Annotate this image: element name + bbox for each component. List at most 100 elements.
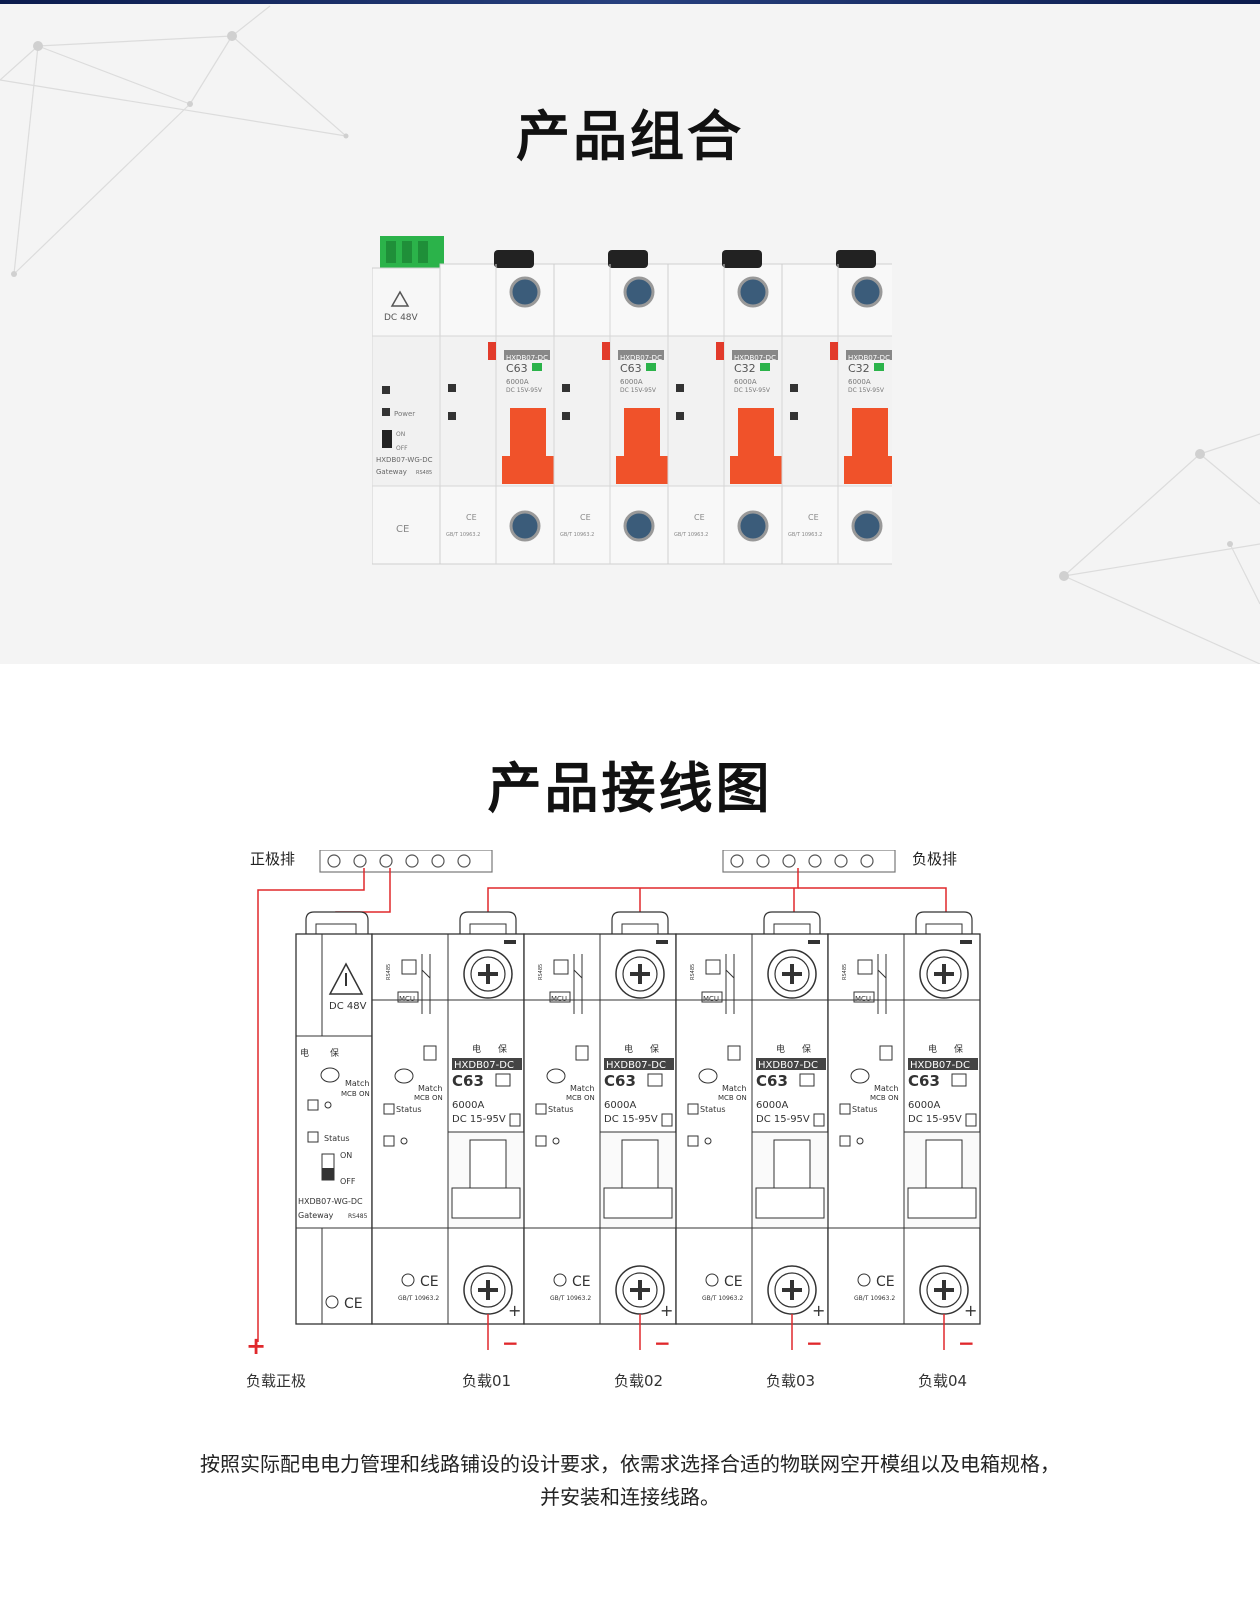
breaker-rating: C63 [756, 1072, 788, 1090]
breaker-diagram-2: +MCURS485电保HXDB07-DCC636000ADC 15-95VMat… [523, 911, 677, 1350]
svg-text:GB/T 10963.2: GB/T 10963.2 [446, 532, 480, 538]
svg-text:RS485: RS485 [416, 470, 432, 476]
svg-text:6000A: 6000A [908, 1100, 940, 1111]
breaker-photo-lever [616, 408, 668, 484]
svg-text:GB/T 10963.2: GB/T 10963.2 [702, 1295, 743, 1302]
svg-text:MCB ON: MCB ON [414, 1094, 443, 1102]
svg-text:DC 15V-95V: DC 15V-95V [506, 387, 543, 394]
positive-bus-hole [405, 854, 419, 868]
svg-text:保: 保 [498, 1043, 507, 1055]
svg-text:MCU: MCU [703, 995, 719, 1003]
positive-bus-hole [457, 854, 471, 868]
breaker-model: HXDB07-DC [910, 1060, 970, 1071]
svg-text:GB/T 10963.2: GB/T 10963.2 [560, 532, 594, 538]
negative-sign: − [806, 1331, 823, 1355]
svg-text:6000A: 6000A [756, 1100, 788, 1111]
svg-text:Match: Match [570, 1084, 594, 1093]
negative-bus-hole [756, 854, 770, 868]
load-positive-label: 负载正极 [246, 1372, 306, 1390]
svg-text:保: 保 [330, 1047, 339, 1059]
positive-bus-label: 正极排 [250, 850, 295, 868]
svg-text:GB/T 10963.2: GB/T 10963.2 [398, 1295, 439, 1302]
svg-text:CE: CE [420, 1274, 439, 1290]
svg-text:Match: Match [874, 1084, 898, 1093]
breaker-photo-model: HXDB07-DC [620, 354, 662, 362]
positive-bus-hole [327, 854, 341, 868]
svg-text:DC 15V-95V: DC 15V-95V [734, 387, 771, 394]
breaker-diagram-4: +MCURS485电保HXDB07-DCC636000ADC 15-95VMat… [827, 911, 981, 1350]
description-line-2: 并安装和连接线路。 [540, 1485, 720, 1509]
positive-sign: + [246, 1332, 266, 1360]
negative-sign: − [958, 1331, 975, 1355]
negative-bus-hole [834, 854, 848, 868]
breaker-photo-rating: C32 [848, 362, 870, 375]
svg-text:电: 电 [300, 1047, 309, 1059]
description: 按照实际配电电力管理和线路铺设的设计要求，依需求选择合适的物联网空开模组以及电箱… [0, 1448, 1260, 1514]
svg-text:Status: Status [852, 1105, 878, 1114]
svg-text:CE: CE [572, 1274, 591, 1290]
breaker-model: HXDB07-DC [758, 1060, 818, 1071]
negative-bus-label: 负极排 [912, 850, 957, 868]
svg-text:CE: CE [876, 1274, 895, 1290]
svg-text:6000A: 6000A [848, 378, 871, 386]
svg-text:CE: CE [396, 524, 409, 535]
breaker-photo-model: HXDB07-DC [506, 354, 548, 362]
breaker-rating: C63 [908, 1072, 940, 1090]
svg-text:GB/T 10963.2: GB/T 10963.2 [550, 1295, 591, 1302]
positive-bus-hole [353, 854, 367, 868]
svg-text:Status: Status [700, 1105, 726, 1114]
svg-text:Gateway: Gateway [376, 468, 407, 476]
svg-text:DC 15V-95V: DC 15V-95V [620, 387, 657, 394]
svg-text:保: 保 [954, 1043, 963, 1055]
svg-text:Match: Match [345, 1079, 369, 1088]
svg-text:保: 保 [650, 1043, 659, 1055]
negative-bus-hole [782, 854, 796, 868]
svg-text:Match: Match [722, 1084, 746, 1093]
svg-text:电: 电 [624, 1043, 633, 1055]
svg-text:电: 电 [928, 1043, 937, 1055]
svg-text:CE: CE [694, 513, 705, 522]
svg-text:Status: Status [548, 1105, 574, 1114]
breaker-photo-model: HXDB07-DC [848, 354, 890, 362]
breaker-model: HXDB07-DC [454, 1060, 514, 1071]
svg-text:Status: Status [324, 1134, 350, 1143]
svg-text:Gateway: Gateway [298, 1211, 334, 1220]
svg-text:DC 15-95V: DC 15-95V [452, 1114, 506, 1125]
svg-text:DC 15-95V: DC 15-95V [756, 1114, 810, 1125]
network-decoration [0, 5, 1260, 664]
load-label-3: 负载03 [766, 1372, 815, 1390]
top-accent-bar [0, 0, 1260, 4]
svg-text:CE: CE [344, 1296, 363, 1312]
svg-text:Status: Status [396, 1105, 422, 1114]
svg-text:+: + [660, 1301, 673, 1320]
breaker-photo-rating: C32 [734, 362, 756, 375]
svg-text:MCB ON: MCB ON [566, 1094, 595, 1102]
negative-sign: − [654, 1331, 671, 1355]
svg-text:OFF: OFF [340, 1177, 356, 1186]
svg-text:Match: Match [418, 1084, 442, 1093]
wiring-diagram: 正极排 负极排 DC 48V 电 保 Match MCB ON Status [246, 850, 981, 1390]
breaker-photo-lever [502, 408, 554, 484]
svg-text:ON: ON [396, 431, 405, 438]
breaker-photo-rating: C63 [620, 362, 642, 375]
svg-text:RS485: RS485 [348, 1213, 368, 1220]
negative-sign: − [502, 1331, 519, 1355]
svg-text:GB/T 10963.2: GB/T 10963.2 [674, 532, 708, 538]
gateway-voltage: DC 48V [384, 313, 419, 323]
gateway-model: HXDB07-WG-DC [376, 456, 433, 464]
breaker-diagram-3: +MCURS485电保HXDB07-DCC636000ADC 15-95VMat… [675, 911, 829, 1350]
svg-text:保: 保 [802, 1043, 811, 1055]
breaker-rating: C63 [452, 1072, 484, 1090]
breaker-rating: C63 [604, 1072, 636, 1090]
svg-text:CE: CE [466, 513, 477, 522]
breaker-diagram-1: +MCURS485电保HXDB07-DCC636000ADC 15-95VMat… [371, 911, 525, 1350]
svg-text:6000A: 6000A [604, 1100, 636, 1111]
positive-bus-hole [379, 854, 393, 868]
negative-bus-hole [808, 854, 822, 868]
load-label-1: 负载01 [462, 1372, 511, 1390]
breaker-photo-rating: C63 [506, 362, 528, 375]
svg-text:CE: CE [580, 513, 591, 522]
svg-text:电: 电 [472, 1043, 481, 1055]
